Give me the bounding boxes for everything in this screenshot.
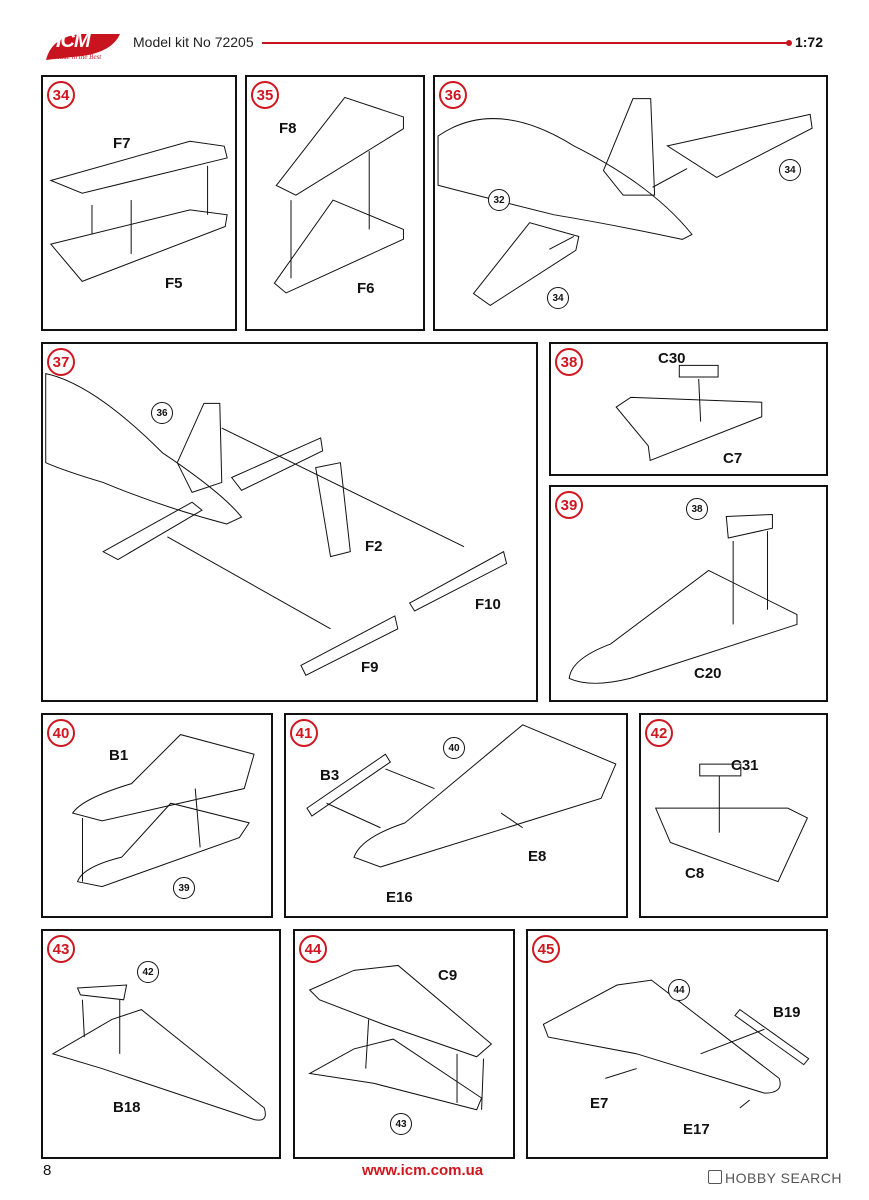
step-43-panel: 43 42 B18 bbox=[41, 929, 281, 1159]
step-41-panel: 41 B3 40 E8 E16 bbox=[284, 713, 628, 918]
step-40-panel: 40 B1 39 bbox=[41, 713, 273, 918]
step-39-panel: 39 38 C20 bbox=[549, 485, 828, 702]
ref-step-39: 39 bbox=[173, 877, 195, 899]
ref-step-44: 44 bbox=[668, 979, 690, 1001]
part-label-f10: F10 bbox=[475, 596, 501, 613]
part-label-b3: B3 bbox=[320, 767, 340, 784]
part-label-c7: C7 bbox=[723, 450, 743, 467]
part-label-b19: B19 bbox=[773, 1004, 801, 1021]
step-number-43: 43 bbox=[47, 935, 75, 963]
part-label-b1: B1 bbox=[109, 747, 129, 764]
step-number-39: 39 bbox=[555, 491, 583, 519]
part-label-f5: F5 bbox=[165, 275, 183, 292]
ref-step-34-lower: 34 bbox=[547, 287, 569, 309]
step-number-42: 42 bbox=[645, 719, 673, 747]
part-label-f9: F9 bbox=[361, 659, 379, 676]
wing-assembly-drawing bbox=[286, 715, 626, 916]
step-number-41: 41 bbox=[290, 719, 318, 747]
wing-half-drawing bbox=[551, 487, 826, 700]
header-rule bbox=[262, 42, 788, 44]
step-number-36: 36 bbox=[439, 81, 467, 109]
watermark-logo-icon bbox=[708, 1170, 722, 1184]
step-44-panel: 44 C9 43 bbox=[293, 929, 515, 1159]
watermark: HOBBY SEARCH bbox=[708, 1170, 842, 1186]
part-label-c20: C20 bbox=[694, 665, 722, 682]
icm-logo-icon bbox=[46, 34, 120, 60]
logo-text: ICM bbox=[56, 30, 91, 52]
part-label-c30: C30 bbox=[658, 350, 686, 367]
watermark-text: HOBBY SEARCH bbox=[725, 1170, 842, 1186]
part-label-f2: F2 bbox=[365, 538, 383, 555]
bulkhead-drawing bbox=[551, 344, 826, 474]
wing-final-drawing bbox=[528, 931, 826, 1157]
kit-number: Model kit No 72205 bbox=[133, 34, 254, 50]
step-37-panel: 37 36 F2 F10 F9 bbox=[41, 342, 538, 702]
wing-halves-drawing bbox=[43, 715, 271, 916]
part-label-f7: F7 bbox=[113, 135, 131, 152]
step-number-45: 45 bbox=[532, 935, 560, 963]
part-label-e8: E8 bbox=[528, 848, 547, 865]
scale-label: 1:72 bbox=[794, 34, 823, 50]
step-number-38: 38 bbox=[555, 348, 583, 376]
part-label-c8: C8 bbox=[685, 865, 705, 882]
ref-step-32: 32 bbox=[488, 189, 510, 211]
wing-half-drawing bbox=[43, 931, 279, 1157]
step-38-panel: 38 C30 C7 bbox=[549, 342, 828, 476]
part-label-b18: B18 bbox=[113, 1099, 141, 1116]
step-34-panel: 34 F7 F5 bbox=[41, 75, 237, 331]
part-label-f8: F8 bbox=[279, 120, 297, 137]
ref-step-38: 38 bbox=[686, 498, 708, 520]
page-number: 8 bbox=[43, 1162, 52, 1179]
part-label-e17: E17 bbox=[683, 1121, 710, 1138]
step-number-35: 35 bbox=[251, 81, 279, 109]
step-45-panel: 45 44 B19 E7 E17 bbox=[526, 929, 828, 1159]
logo-tagline: Made in the Best bbox=[54, 53, 102, 61]
ref-step-40: 40 bbox=[443, 737, 465, 759]
ref-step-34: 34 bbox=[779, 159, 801, 181]
part-label-c9: C9 bbox=[438, 967, 458, 984]
wing-assembly-drawing bbox=[295, 931, 513, 1157]
bulkhead-drawing bbox=[641, 715, 826, 916]
control-surfaces-drawing bbox=[43, 344, 536, 700]
ref-step-42: 42 bbox=[137, 961, 159, 983]
step-number-34: 34 bbox=[47, 81, 75, 109]
ref-step-43: 43 bbox=[390, 1113, 412, 1135]
step-number-44: 44 bbox=[299, 935, 327, 963]
part-label-e16: E16 bbox=[386, 889, 413, 906]
tail-assembly-drawing bbox=[435, 77, 826, 329]
ref-step-36: 36 bbox=[151, 402, 173, 424]
step-36-panel: 36 32 34 34 bbox=[433, 75, 828, 331]
stabilizer-parts-drawing bbox=[43, 77, 235, 329]
part-label-f6: F6 bbox=[357, 280, 375, 297]
stabilizer-parts-drawing bbox=[247, 77, 423, 329]
step-number-40: 40 bbox=[47, 719, 75, 747]
part-label-c31: C31 bbox=[731, 757, 759, 774]
step-35-panel: 35 F8 F6 bbox=[245, 75, 425, 331]
step-42-panel: 42 C31 C8 bbox=[639, 713, 828, 918]
website-link[interactable]: www.icm.com.ua bbox=[362, 1162, 484, 1179]
step-number-37: 37 bbox=[47, 348, 75, 376]
part-label-e7: E7 bbox=[590, 1095, 609, 1112]
header-rule-dot bbox=[786, 40, 792, 46]
